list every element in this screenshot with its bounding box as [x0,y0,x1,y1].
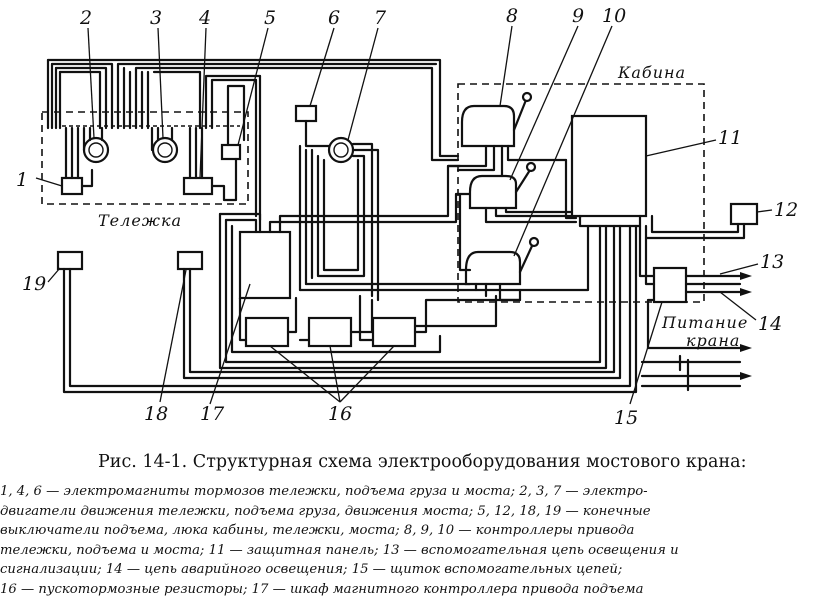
caption-title: Рис. 14-1. Структурная схема электрообор… [98,452,747,472]
motor-hoist-3 [151,136,179,164]
label-8: 8 [506,5,518,27]
resistor-16-b [307,316,353,348]
caption-legend: 1, 4, 6 — электромагниты тормозов тележк… [0,482,814,600]
label-1: 1 [16,169,28,191]
label-3: 3 [150,7,162,29]
controller-trolley-8 [460,104,516,148]
label-19: 19 [22,273,46,295]
motor-trolley-2 [82,136,110,164]
limit-switch-hoist-5 [220,143,242,161]
label-5: 5 [264,7,276,29]
limit-switch-hatch-12 [729,202,759,226]
label-11: 11 [718,127,742,149]
resistor-16-a [244,316,290,348]
power-label-line2: крана [686,331,740,350]
label-4: 4 [198,7,211,29]
legend-line: тележки, подъема и моста; 11 — защитная … [0,542,679,558]
controller-hoist-9 [468,174,518,210]
crane-schematic: 1 2 3 4 5 6 7 8 9 10 11 12 13 14 15 16 1… [16,5,798,429]
protective-panel-11 [570,114,648,218]
label-12: 12 [774,199,798,221]
label-16: 16 [328,403,352,425]
label-18: 18 [144,403,168,425]
label-9: 9 [572,5,584,27]
label-13: 13 [760,251,784,273]
limit-switch-trolley-18 [176,250,204,271]
brake-magnet-bridge-6 [294,104,318,123]
trolley-label: Тележка [98,211,182,230]
legend-line: сигнализации; 14 — цепь аварийного освещ… [0,562,623,578]
controller-bridge-10 [464,250,522,286]
label-15: 15 [614,407,638,429]
legend-line: 1, 4, 6 — электромагниты тормозов тележк… [0,484,648,499]
label-10: 10 [602,5,626,27]
brake-magnet-hoist-4 [182,176,214,196]
legend-line: двигатели движения тележки, подъема груз… [0,503,651,519]
power-label-line1: Питание [661,313,748,332]
label-2: 2 [79,7,92,29]
trolley-enclosure [41,111,249,205]
label-7: 7 [374,7,387,29]
legend-line: выключатели подъема, люка кабины, тележк… [0,523,635,539]
auxiliary-circuit-board-15 [652,266,688,304]
legend-line: 16 — пускотормозные резисторы; 17 — шкаф… [0,581,644,597]
label-17: 17 [200,403,225,425]
figure-caption: Рис. 14-1. Структурная схема электрообор… [0,452,816,613]
magnetic-controller-cabinet-17 [238,230,292,300]
brake-magnet-trolley-1 [60,176,84,196]
label-6: 6 [328,7,340,29]
limit-switch-bridge-19 [56,250,84,271]
label-14: 14 [758,313,782,335]
resistor-16-c [371,316,417,348]
cabin-label: Кабина [617,63,686,82]
motor-bridge-7 [327,136,355,164]
